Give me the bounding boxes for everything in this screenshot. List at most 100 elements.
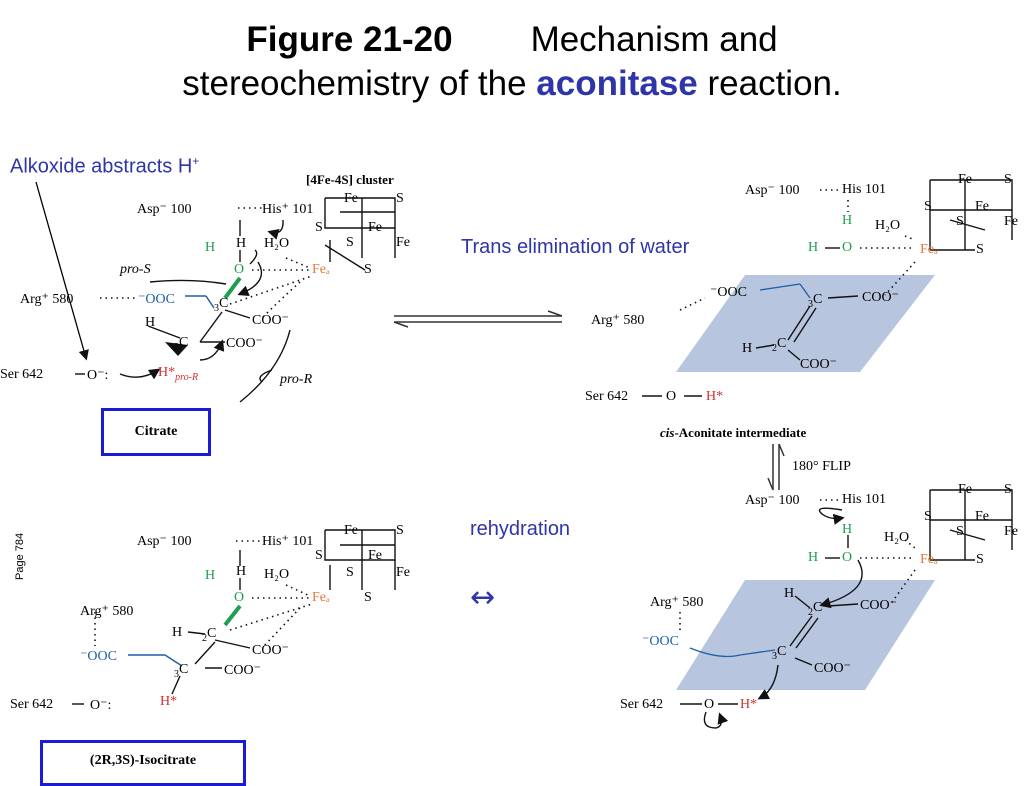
h2o-label: H₂O: [875, 218, 901, 233]
o-label: O: [704, 697, 715, 712]
fe-label: Fe: [1004, 214, 1018, 229]
fe-label: Fe: [958, 172, 972, 187]
alkoxide-annotation: Alkoxide abstracts H+: [10, 154, 199, 179]
o-green-label: O: [234, 262, 245, 277]
arg-label: Arg⁺ 580: [80, 604, 134, 619]
fe-label: Fe: [396, 235, 410, 250]
fe-a-label: Feₐ: [920, 242, 938, 257]
fe-a-label: Feₐ: [920, 552, 938, 567]
h2o-label: H₂O: [264, 567, 290, 582]
c2-index: 2: [174, 341, 179, 353]
h-label: H: [172, 625, 183, 640]
h-label: H: [236, 236, 247, 251]
fe-a-label: Feₐ: [312, 590, 330, 605]
coo-label: COO⁻: [862, 290, 899, 305]
s-label: S: [364, 262, 372, 277]
c-atom: C: [179, 335, 189, 350]
o-green-label: O: [842, 240, 853, 255]
his-label: His⁺ 101: [262, 534, 314, 549]
coo-label: COO⁻: [800, 357, 837, 372]
h-green-label: H: [842, 213, 853, 228]
alkoxide-text: Alkoxide abstracts H: [10, 155, 193, 178]
c2-index: 2: [808, 606, 813, 618]
flipped-bonds: [679, 489, 1013, 729]
c-atom: C: [207, 626, 217, 641]
title-line1: Mechanism and: [530, 20, 778, 59]
c2-label: 2C: [772, 336, 786, 354]
o-minus-label: O⁻:: [90, 698, 112, 713]
ser-label: Ser 642: [585, 389, 629, 404]
coo-label: COO⁻: [252, 313, 289, 328]
c-atom: C: [777, 336, 787, 351]
c-atom: C: [777, 644, 787, 659]
arg-label: Arg⁺ 580: [591, 313, 645, 328]
fe-label: Fe: [368, 548, 382, 563]
s-label: S: [956, 524, 964, 539]
fe-a-label: Feₐ: [312, 262, 330, 277]
c-atom: C: [813, 600, 823, 615]
h-label: H: [742, 341, 753, 356]
ooc-label: ⁻OOC: [80, 649, 117, 664]
alkoxide-sup: +: [192, 154, 200, 168]
c2-label: 2C: [202, 626, 216, 644]
trans-elimination-annotation: Trans elimination of water: [461, 236, 690, 258]
fe-label: Fe: [344, 523, 358, 538]
o-green-label: O: [842, 550, 853, 565]
his-label: His⁺ 101: [262, 202, 314, 217]
citrate-name: Citrate: [134, 424, 178, 439]
ser-label: Ser 642: [10, 697, 54, 712]
coo-label: COO⁻: [814, 661, 851, 676]
isocitrate-name: (2R,3S)-Isocitrate: [89, 753, 197, 768]
s-label: S: [396, 191, 404, 206]
figure-number: Figure 21-20: [246, 20, 453, 59]
o-label: O: [666, 389, 677, 404]
c3-label: 3C: [174, 662, 188, 680]
s-label: S: [364, 590, 372, 605]
flip-label: 180° FLIP: [792, 459, 851, 474]
annotation-arrow: [35, 181, 89, 361]
coo-label: COO⁻: [224, 663, 261, 678]
asp-label: Asp⁻ 100: [745, 493, 800, 508]
h2o-label: H₂O: [884, 530, 910, 545]
mechanism-graphics: [35, 179, 1013, 729]
o-green-label: O: [234, 590, 245, 605]
s-label: S: [346, 565, 354, 580]
fe-label: Fe: [958, 482, 972, 497]
s-label: S: [315, 220, 323, 235]
cis-italic: cis: [660, 425, 675, 440]
s-label: S: [976, 242, 984, 257]
c2-label: 2C: [174, 335, 188, 353]
c3-label: 3C: [772, 644, 786, 662]
coo-label: COO⁻: [860, 598, 897, 613]
asp-label: Asp⁻ 100: [137, 202, 192, 217]
s-label: S: [924, 199, 932, 214]
h-star-label: H*: [706, 389, 724, 404]
c2-index: 2: [202, 632, 207, 644]
cis-aconitate-name: cis-Aconitate intermediate: [660, 425, 806, 441]
c2-index: 2: [772, 342, 777, 354]
coo-label: COO⁻: [252, 643, 289, 658]
h-label: H: [145, 315, 156, 330]
s-label: S: [396, 523, 404, 538]
s-label: S: [315, 548, 323, 563]
citrate-box: Citrate: [101, 408, 211, 456]
rehydration-annotation: rehydration: [470, 518, 571, 540]
coo-label: COO⁻: [226, 336, 263, 351]
s-label: S: [346, 235, 354, 250]
h2o-label: H₂O: [264, 236, 290, 251]
ser-label: Ser 642: [620, 697, 664, 712]
h-star-label: H*: [160, 694, 178, 709]
arg-label: Arg⁺ 580: [20, 292, 74, 307]
o-minus-label: O⁻:: [87, 368, 109, 383]
fe-label: Fe: [396, 565, 410, 580]
h-star-text: H*: [158, 365, 176, 380]
his-label: His 101: [842, 492, 886, 507]
s-label: S: [1004, 482, 1012, 497]
ooc-label: ⁻OOC: [710, 285, 747, 300]
h-green-label: H: [808, 240, 819, 255]
c-atom: C: [179, 662, 189, 677]
h-green-label: H: [205, 240, 216, 255]
fe-label: Fe: [344, 191, 358, 206]
ooc-label: ⁻OOC: [138, 292, 175, 307]
